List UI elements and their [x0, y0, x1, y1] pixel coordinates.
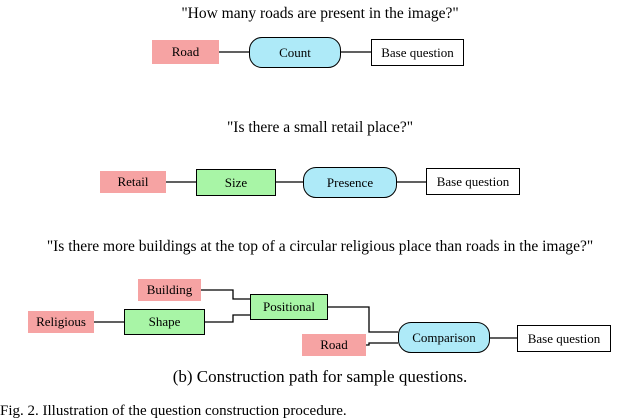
node-road-object: Road: [152, 40, 219, 64]
figure-caption: Fig. 2. Illustration of the question con…: [0, 403, 347, 419]
node-positional-relation: Positional: [250, 294, 328, 320]
question-text-3: "Is there more buildings at the top of a…: [46, 238, 594, 255]
edge-building-positional: [201, 289, 250, 300]
edge-shape-positional: [205, 314, 250, 323]
node-count-operation: Count: [249, 37, 341, 68]
node-presence-operation: Presence: [303, 167, 397, 198]
node-size-attribute: Size: [196, 169, 276, 196]
node-retail-object: Retail: [100, 171, 166, 193]
question-text-1: "How many roads are present in the image…: [181, 5, 459, 22]
node-base-question-1: Base question: [371, 39, 464, 66]
edge-road-comparison: [366, 342, 398, 346]
node-religious-object: Religious: [28, 311, 94, 333]
node-shape-attribute: Shape: [124, 309, 205, 335]
question-text-2: "Is there a small retail place?": [226, 119, 414, 136]
node-base-question-2: Base question: [426, 168, 520, 195]
subfigure-caption: (b) Construction path for sample questio…: [172, 367, 468, 386]
node-base-question-3: Base question: [517, 325, 611, 352]
edge-positional-comparison: [328, 306, 398, 333]
node-road-object-3: Road: [302, 334, 366, 356]
node-comparison-operation: Comparison: [398, 322, 490, 353]
node-building-object: Building: [138, 279, 201, 301]
